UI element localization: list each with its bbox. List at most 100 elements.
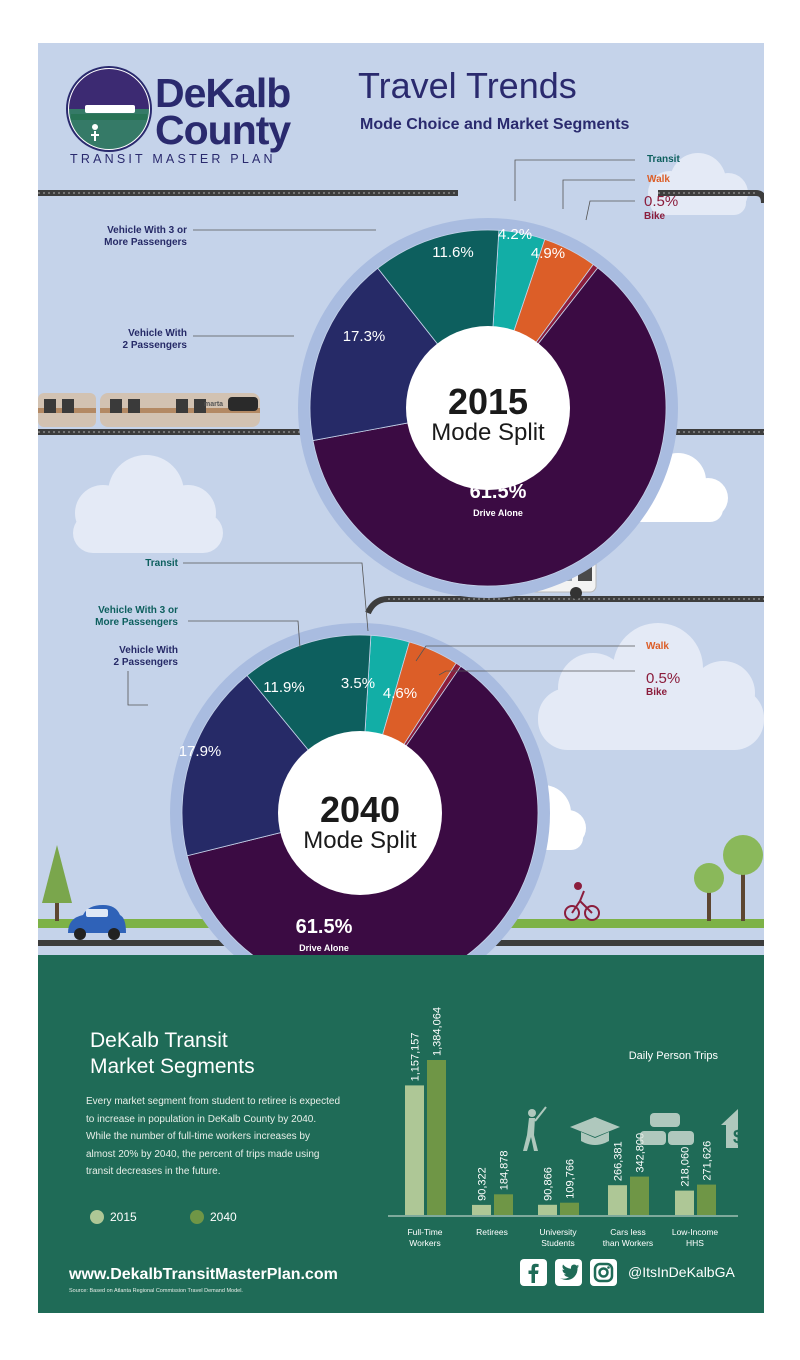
logo-text-line1: DeKalb	[155, 70, 291, 116]
callout-label: Walk	[646, 641, 669, 652]
bar-value-label: 90,866	[543, 1167, 555, 1201]
legend-label-2015: 2015	[110, 1209, 137, 1224]
callout-label-line: Bike	[644, 211, 666, 222]
bar-value-label: 90,322	[477, 1167, 489, 1201]
tree-icon	[694, 835, 763, 921]
house-shape	[721, 1109, 738, 1148]
legend-item-2015: 2015	[90, 1208, 137, 1224]
callout-label-line: Walk	[646, 641, 669, 652]
social-handle[interactable]: @ItsInDeKalbGA	[628, 1264, 735, 1280]
legend-label-2040: 2040	[210, 1209, 237, 1224]
bicycle-icon	[564, 882, 600, 921]
market-segments-title: DeKalb Transit Market Segments	[90, 1028, 350, 1080]
svg-text:marta: marta	[204, 401, 223, 408]
pie-value-label: 17.3%	[343, 328, 386, 345]
callout-label-line: Transit	[647, 154, 680, 165]
bar-value-label: 109,766	[565, 1159, 577, 1199]
page-title: Travel Trends	[358, 65, 577, 106]
pie-subtitle-label: Mode Split	[303, 827, 417, 854]
callout-label-line: Walk	[647, 174, 670, 185]
bar-2040-full-time-workers	[427, 1060, 446, 1215]
legend-swatch-2015	[90, 1209, 104, 1224]
logo-text-line2: County	[155, 107, 291, 153]
car-shape	[640, 1131, 666, 1145]
callout-label: Walk	[647, 174, 670, 185]
callout-line	[514, 159, 635, 201]
logo-emblem-icon	[66, 66, 152, 152]
callout-line	[415, 645, 635, 662]
pie-center	[278, 731, 442, 895]
market-description: Every market segment from student to ret…	[86, 1096, 340, 1177]
callout-label-line: Vehicle With 3 or	[107, 225, 187, 236]
callout-label: Bike	[644, 211, 666, 222]
bar-2040-university-students	[560, 1202, 579, 1215]
logo-tagline: TRANSIT MASTER PLAN	[70, 152, 276, 166]
pie-year-label: 2040	[320, 789, 400, 830]
page-subtitle: Mode Choice and Market Segments	[360, 116, 630, 133]
golfer-body	[523, 1118, 538, 1151]
bar-category-label-line: than Workers	[603, 1238, 653, 1248]
tree-icon	[42, 845, 72, 921]
bar-value-label: 218,060	[680, 1147, 692, 1187]
callout-label: Transit	[647, 154, 680, 165]
pie-category-label: Drive Alone	[299, 943, 349, 953]
pie-value-label: 17.9%	[179, 743, 222, 760]
infographic-poster: marta	[38, 43, 764, 1313]
pie-value-label: 4.2%	[498, 226, 532, 243]
callout-label-line: More Passengers	[104, 237, 187, 248]
bar-2015-low-income-hhs	[675, 1190, 694, 1215]
callout-label-line: 2 Passengers	[114, 657, 179, 668]
instagram-icon[interactable]	[590, 1259, 617, 1286]
bar-category-label-line: Low-Income	[672, 1227, 719, 1237]
callout-label: Transit	[145, 558, 178, 569]
bar-2040-retirees	[494, 1194, 513, 1215]
car-shape	[650, 1113, 680, 1127]
pie-category-label: Drive Alone	[473, 508, 523, 518]
website-link[interactable]: www.DekalbTransitMasterPlan.com	[69, 1266, 338, 1283]
cloud-icon	[538, 623, 764, 750]
facebook-icon[interactable]	[520, 1259, 547, 1286]
callout-line	[188, 620, 301, 649]
callout-label-line: Vehicle With 3 or	[98, 605, 178, 616]
callout-label-line: Bike	[646, 687, 668, 698]
pie-value-label: 61.5%	[470, 481, 527, 503]
pie-value-label: 3.5%	[341, 675, 375, 692]
graduation-cap-icon	[570, 1117, 620, 1145]
bar-2015-full-time-workers	[405, 1085, 424, 1215]
pie-subtitle-label: Mode Split	[431, 419, 545, 446]
bar-category-label-line: Full-Time	[407, 1227, 442, 1237]
car-icon	[68, 905, 126, 940]
bar-2015-cars-less-than-workers	[608, 1185, 627, 1215]
source-note: Source: Based on Atlanta Regional Commis…	[69, 1288, 243, 1294]
bar-category-label-line: HHS	[686, 1238, 704, 1248]
callout-line	[562, 179, 635, 209]
dollar-sign: $	[733, 1127, 738, 1147]
golf-club	[534, 1106, 547, 1122]
bar-2040-low-income-hhs	[697, 1184, 716, 1215]
bar-value-label: 1,384,064	[432, 1007, 444, 1056]
pie-value-label: 61.5%	[296, 916, 353, 938]
daily-trips-bar-chart: Daily Person Trips1,157,1571,384,064Full…	[388, 1007, 738, 1248]
bar-value-label: 266,381	[613, 1141, 625, 1181]
twitter-icon[interactable]	[555, 1259, 582, 1286]
callout-label-line: More Passengers	[95, 617, 178, 628]
car-shape	[668, 1131, 694, 1145]
train-icon: marta	[38, 393, 260, 427]
bar-category-label-line: University	[539, 1227, 577, 1237]
bar-2015-retirees	[472, 1204, 491, 1215]
pie-center	[406, 326, 570, 490]
bar-chart-title: Daily Person Trips	[629, 1050, 719, 1062]
callout-value-label: 0.5%	[646, 670, 680, 687]
callout-label-line: Vehicle With	[128, 328, 187, 339]
legend-item-2040: 2040	[190, 1208, 237, 1224]
callout-line	[183, 562, 369, 632]
legend-swatch-2040	[190, 1209, 204, 1224]
golfer-head	[528, 1109, 536, 1117]
callout-label: Bike	[646, 687, 668, 698]
pie-value-label: 11.9%	[263, 679, 304, 696]
